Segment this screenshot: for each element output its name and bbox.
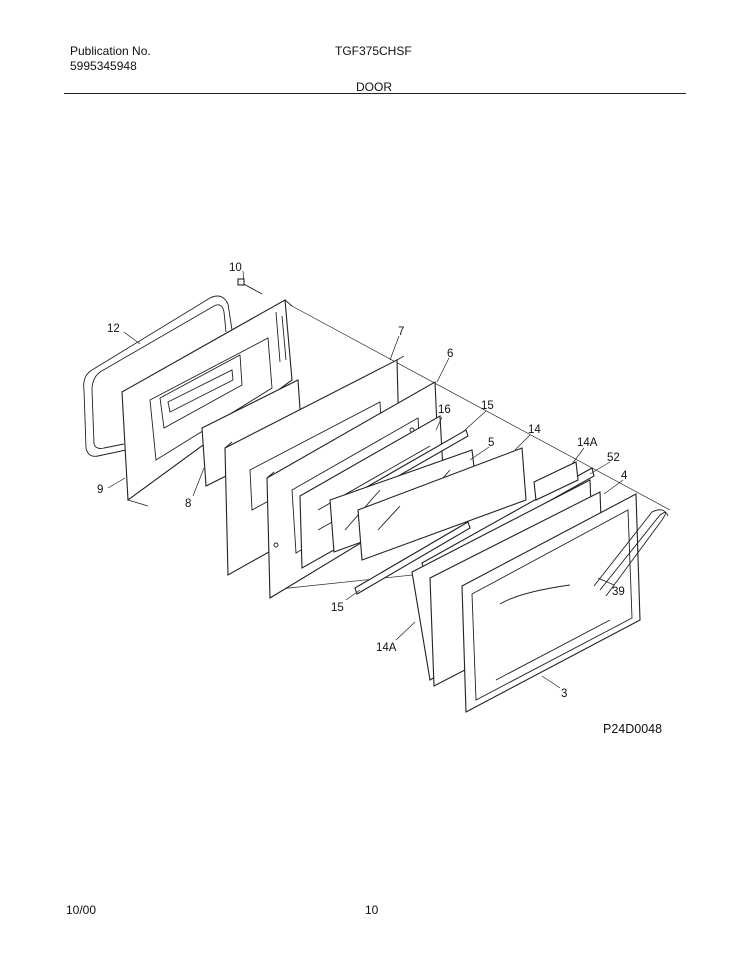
part-10-screw bbox=[237, 278, 263, 295]
page-number: 10 bbox=[365, 903, 379, 917]
callout-14a-bottom: 14A bbox=[376, 642, 397, 654]
callout-15-top: 15 bbox=[481, 400, 494, 412]
callout-14a-top: 14A bbox=[577, 437, 598, 449]
part-3-door-trim-frame bbox=[461, 493, 641, 713]
callout-4: 4 bbox=[621, 470, 628, 482]
part-9-inner-liner bbox=[121, 299, 293, 507]
callout-15-bottom: 15 bbox=[331, 602, 344, 614]
callout-9: 9 bbox=[97, 484, 103, 496]
callout-6: 6 bbox=[447, 348, 453, 360]
publication-label: Publication No. bbox=[70, 44, 151, 58]
part-12-door-gasket bbox=[83, 295, 233, 457]
callout-10: 10 bbox=[229, 262, 242, 274]
section-title: DOOR bbox=[356, 80, 392, 94]
callout-7: 7 bbox=[398, 326, 404, 338]
part-15-glass-retainer-bottom bbox=[354, 521, 471, 595]
callout-5: 5 bbox=[488, 437, 494, 449]
diagram-code: P24D0048 bbox=[603, 722, 663, 736]
callout-39: 39 bbox=[612, 586, 625, 598]
callout-12: 12 bbox=[107, 323, 120, 335]
footer-date: 10/00 bbox=[66, 903, 97, 917]
header-rule bbox=[64, 93, 686, 94]
model-number: TGF375CHSF bbox=[335, 44, 412, 58]
callout-8: 8 bbox=[185, 498, 191, 510]
callout-labels: 10 12 7 6 16 15 14 14A 5 52 4 9 8 39 15 … bbox=[97, 262, 628, 700]
callout-14: 14 bbox=[528, 424, 541, 436]
callout-leaders bbox=[107, 270, 624, 689]
callout-52: 52 bbox=[607, 452, 620, 464]
publication-number: 5995345948 bbox=[70, 59, 137, 73]
part-39-door-handle bbox=[499, 509, 669, 605]
part-14-glass-panel bbox=[357, 447, 527, 561]
callout-3: 3 bbox=[561, 688, 567, 700]
callout-16: 16 bbox=[438, 404, 451, 416]
